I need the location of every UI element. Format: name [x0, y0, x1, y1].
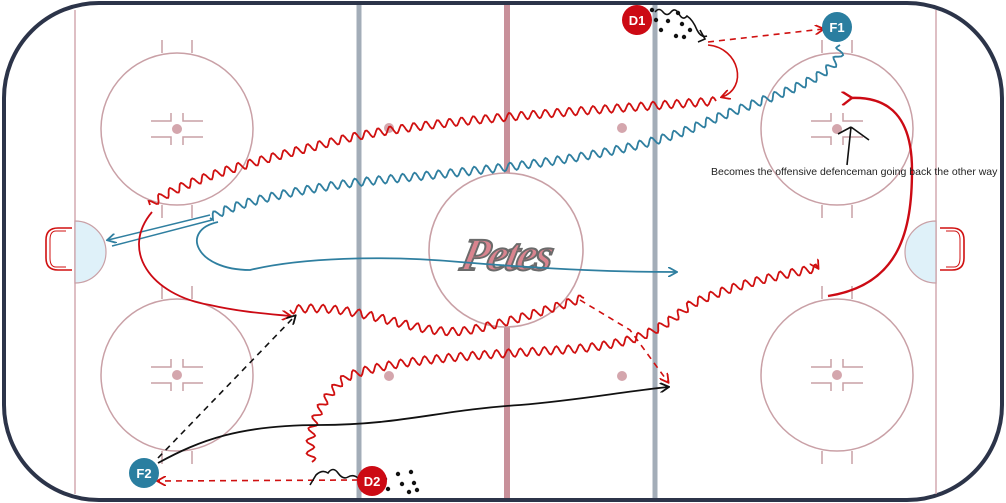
pucks-icon	[649, 7, 693, 40]
net-right-inner	[946, 230, 961, 268]
faceoff-dot-bottom-left	[172, 370, 182, 380]
crease-left	[74, 220, 107, 284]
faceoff-circle-top-right	[760, 40, 914, 218]
team-logo: Petes	[455, 229, 559, 281]
faceoff-circle-top-left	[100, 40, 254, 218]
svg-text:Petes: Petes	[456, 230, 558, 280]
puck-carry-d2	[309, 468, 359, 486]
neutral-dot-top-right	[617, 123, 627, 133]
faceoff-circle-bottom-right	[760, 286, 914, 464]
skate-red-d2-wave	[305, 265, 819, 463]
puck-pile-icon	[382, 469, 420, 495]
faceoff-dot-bottom-right	[832, 370, 842, 380]
puck-carry-d1-hook	[697, 29, 707, 43]
neutral-dot-bottom-left	[384, 371, 394, 381]
neutral-dot-bottom-right	[617, 371, 627, 381]
skate-black-f2	[157, 387, 668, 464]
player-d1[interactable]: D1	[622, 5, 652, 35]
player-f2[interactable]: F2	[129, 458, 159, 488]
faceoff-circle-bottom-left	[100, 286, 254, 464]
skate-red-left-curve	[138, 211, 290, 316]
faceoff-dot-top-left	[172, 124, 182, 134]
skate-red-right-loop	[827, 98, 914, 298]
center-circle	[428, 172, 584, 328]
svg-text:D2: D2	[364, 474, 381, 489]
skate-red-top-wave	[147, 96, 717, 206]
crease-right	[904, 220, 937, 284]
player-f1[interactable]: F1	[822, 12, 852, 42]
net-right	[940, 227, 965, 271]
skate-d1-pivot	[707, 44, 739, 97]
net-left	[45, 227, 72, 271]
player-d2[interactable]: D2	[357, 466, 387, 496]
annotation-text: Becomes the offensive defenceman going b…	[711, 166, 998, 178]
svg-text:F2: F2	[136, 466, 151, 481]
pass-d2-to-f2	[158, 480, 359, 481]
skate-red-mid-wave	[289, 294, 585, 337]
svg-text:D1: D1	[629, 13, 646, 28]
pass-red-dashed-right	[579, 299, 668, 382]
svg-text:F1: F1	[829, 20, 844, 35]
skate-blue-f1-wave	[209, 44, 845, 222]
pass-d1-to-f1	[707, 29, 823, 43]
net-left-inner	[49, 230, 66, 268]
faceoff-dot-top-right	[832, 124, 842, 134]
annotation-pointer	[837, 126, 870, 166]
blue-pass-lower	[111, 219, 213, 247]
blue-pass-upper	[108, 214, 211, 240]
skate-blue-through-center	[196, 221, 676, 272]
